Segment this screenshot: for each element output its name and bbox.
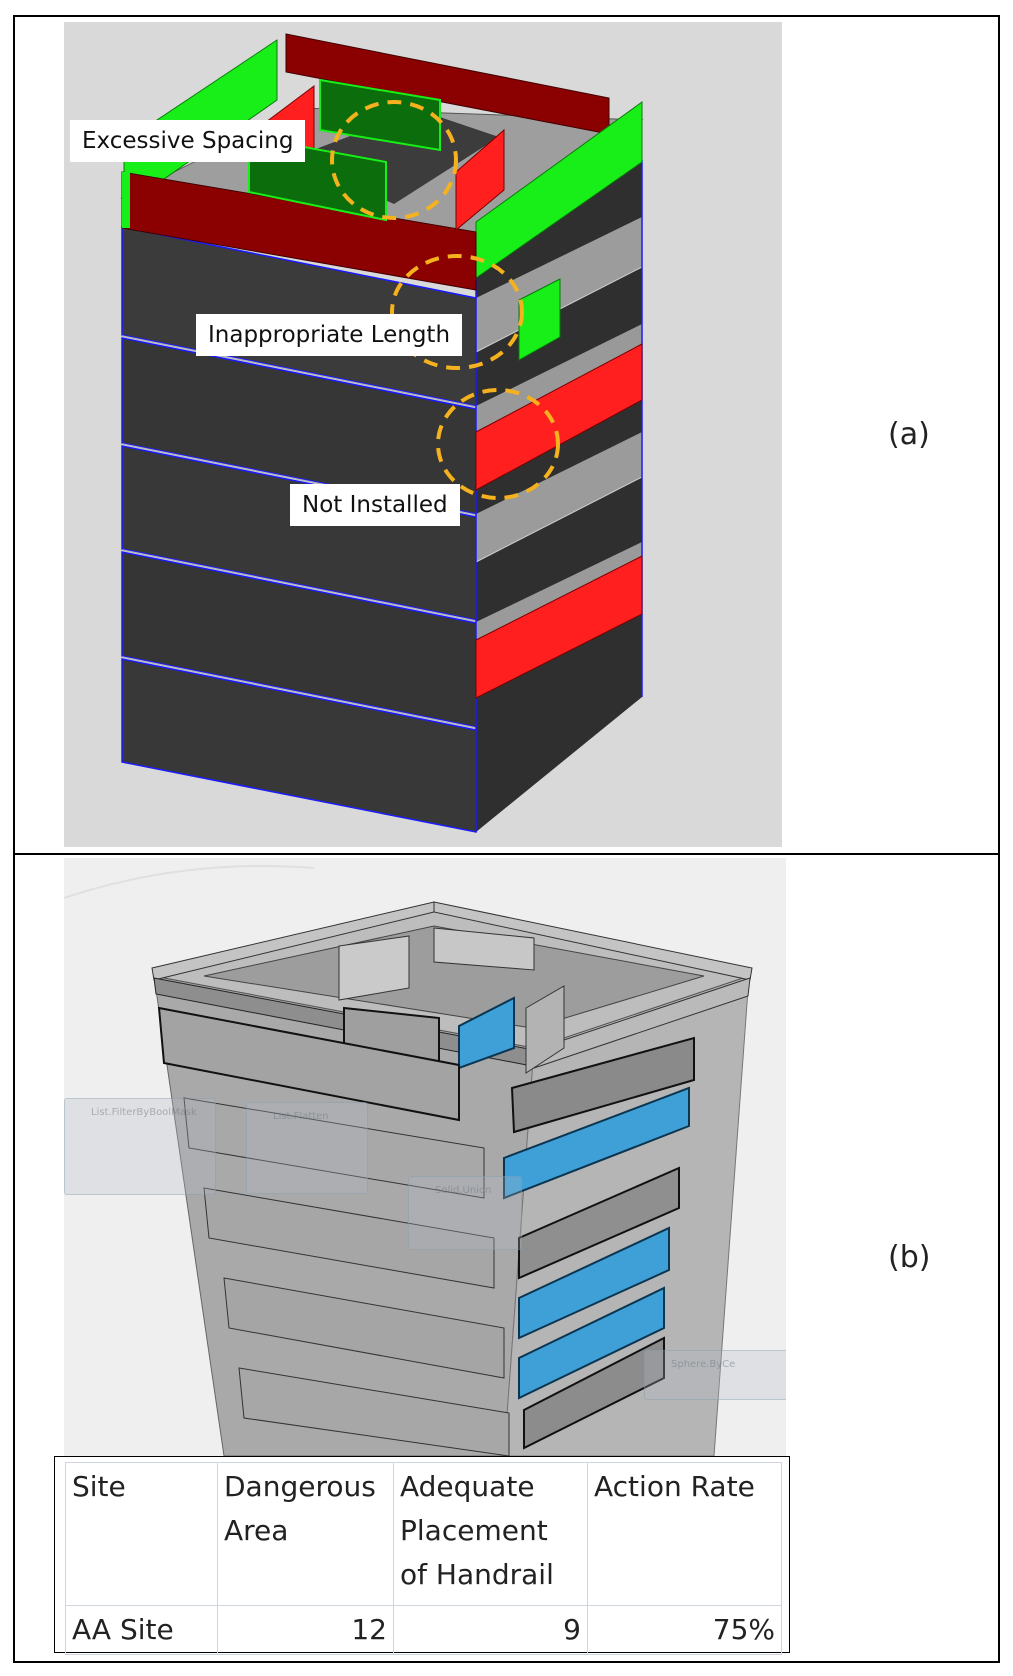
panel-label-a: (a)	[888, 417, 930, 452]
graph-node-flatten-title: List.Flatten	[273, 1111, 329, 1122]
graph-node-sphere-title: Sphere.ByCe	[671, 1359, 736, 1370]
roof	[120, 33, 644, 291]
panel-label-b: (b)	[888, 1240, 931, 1275]
callout-inappropriate-length: Inappropriate Length	[196, 314, 463, 356]
cell-site: AA Site	[65, 1605, 218, 1655]
callout-not-installed: Not Installed	[290, 484, 460, 526]
cell-action-rate: 75%	[587, 1605, 782, 1655]
graph-node-union: Solid.Union	[408, 1176, 522, 1250]
figure-frame	[13, 15, 1000, 1663]
callout-excessive-spacing: Excessive Spacing	[70, 120, 306, 162]
cell-adequate-placement: 9	[393, 1605, 588, 1655]
building-model-a	[120, 33, 644, 833]
panel-divider	[13, 853, 1000, 855]
graph-node-sphere: Sphere.ByCe	[644, 1350, 786, 1400]
viewport-b[interactable]: List.FilterByBoolMask List.Flatten Solid…	[64, 858, 786, 1456]
header-site: Site	[65, 1462, 218, 1606]
table-row: AA Site 12 9 75%	[65, 1605, 782, 1655]
left-facade	[121, 226, 477, 833]
header-adequate-placement: Adequate Placement of Handrail	[393, 1462, 588, 1606]
table-header-row: Site Dangerous Area Adequate Placement o…	[65, 1462, 782, 1606]
results-table: Site Dangerous Area Adequate Placement o…	[65, 1462, 782, 1655]
cell-dangerous-area: 12	[217, 1605, 394, 1655]
graph-node-filter: List.FilterByBoolMask	[64, 1098, 216, 1195]
highlight-circles	[330, 100, 560, 500]
graph-node-union-title: Solid.Union	[435, 1185, 492, 1196]
right-side	[475, 160, 643, 832]
results-table-frame: Site Dangerous Area Adequate Placement o…	[54, 1456, 790, 1655]
header-action-rate: Action Rate	[587, 1462, 782, 1606]
viewport-a[interactable]: Excessive Spacing Inappropriate Length N…	[64, 22, 782, 847]
header-dangerous-area: Dangerous Area	[217, 1462, 394, 1606]
graph-node-filter-title: List.FilterByBoolMask	[91, 1107, 197, 1118]
graph-node-flatten: List.Flatten	[246, 1102, 368, 1194]
tower	[151, 901, 753, 1456]
building-model-b	[64, 865, 753, 1456]
